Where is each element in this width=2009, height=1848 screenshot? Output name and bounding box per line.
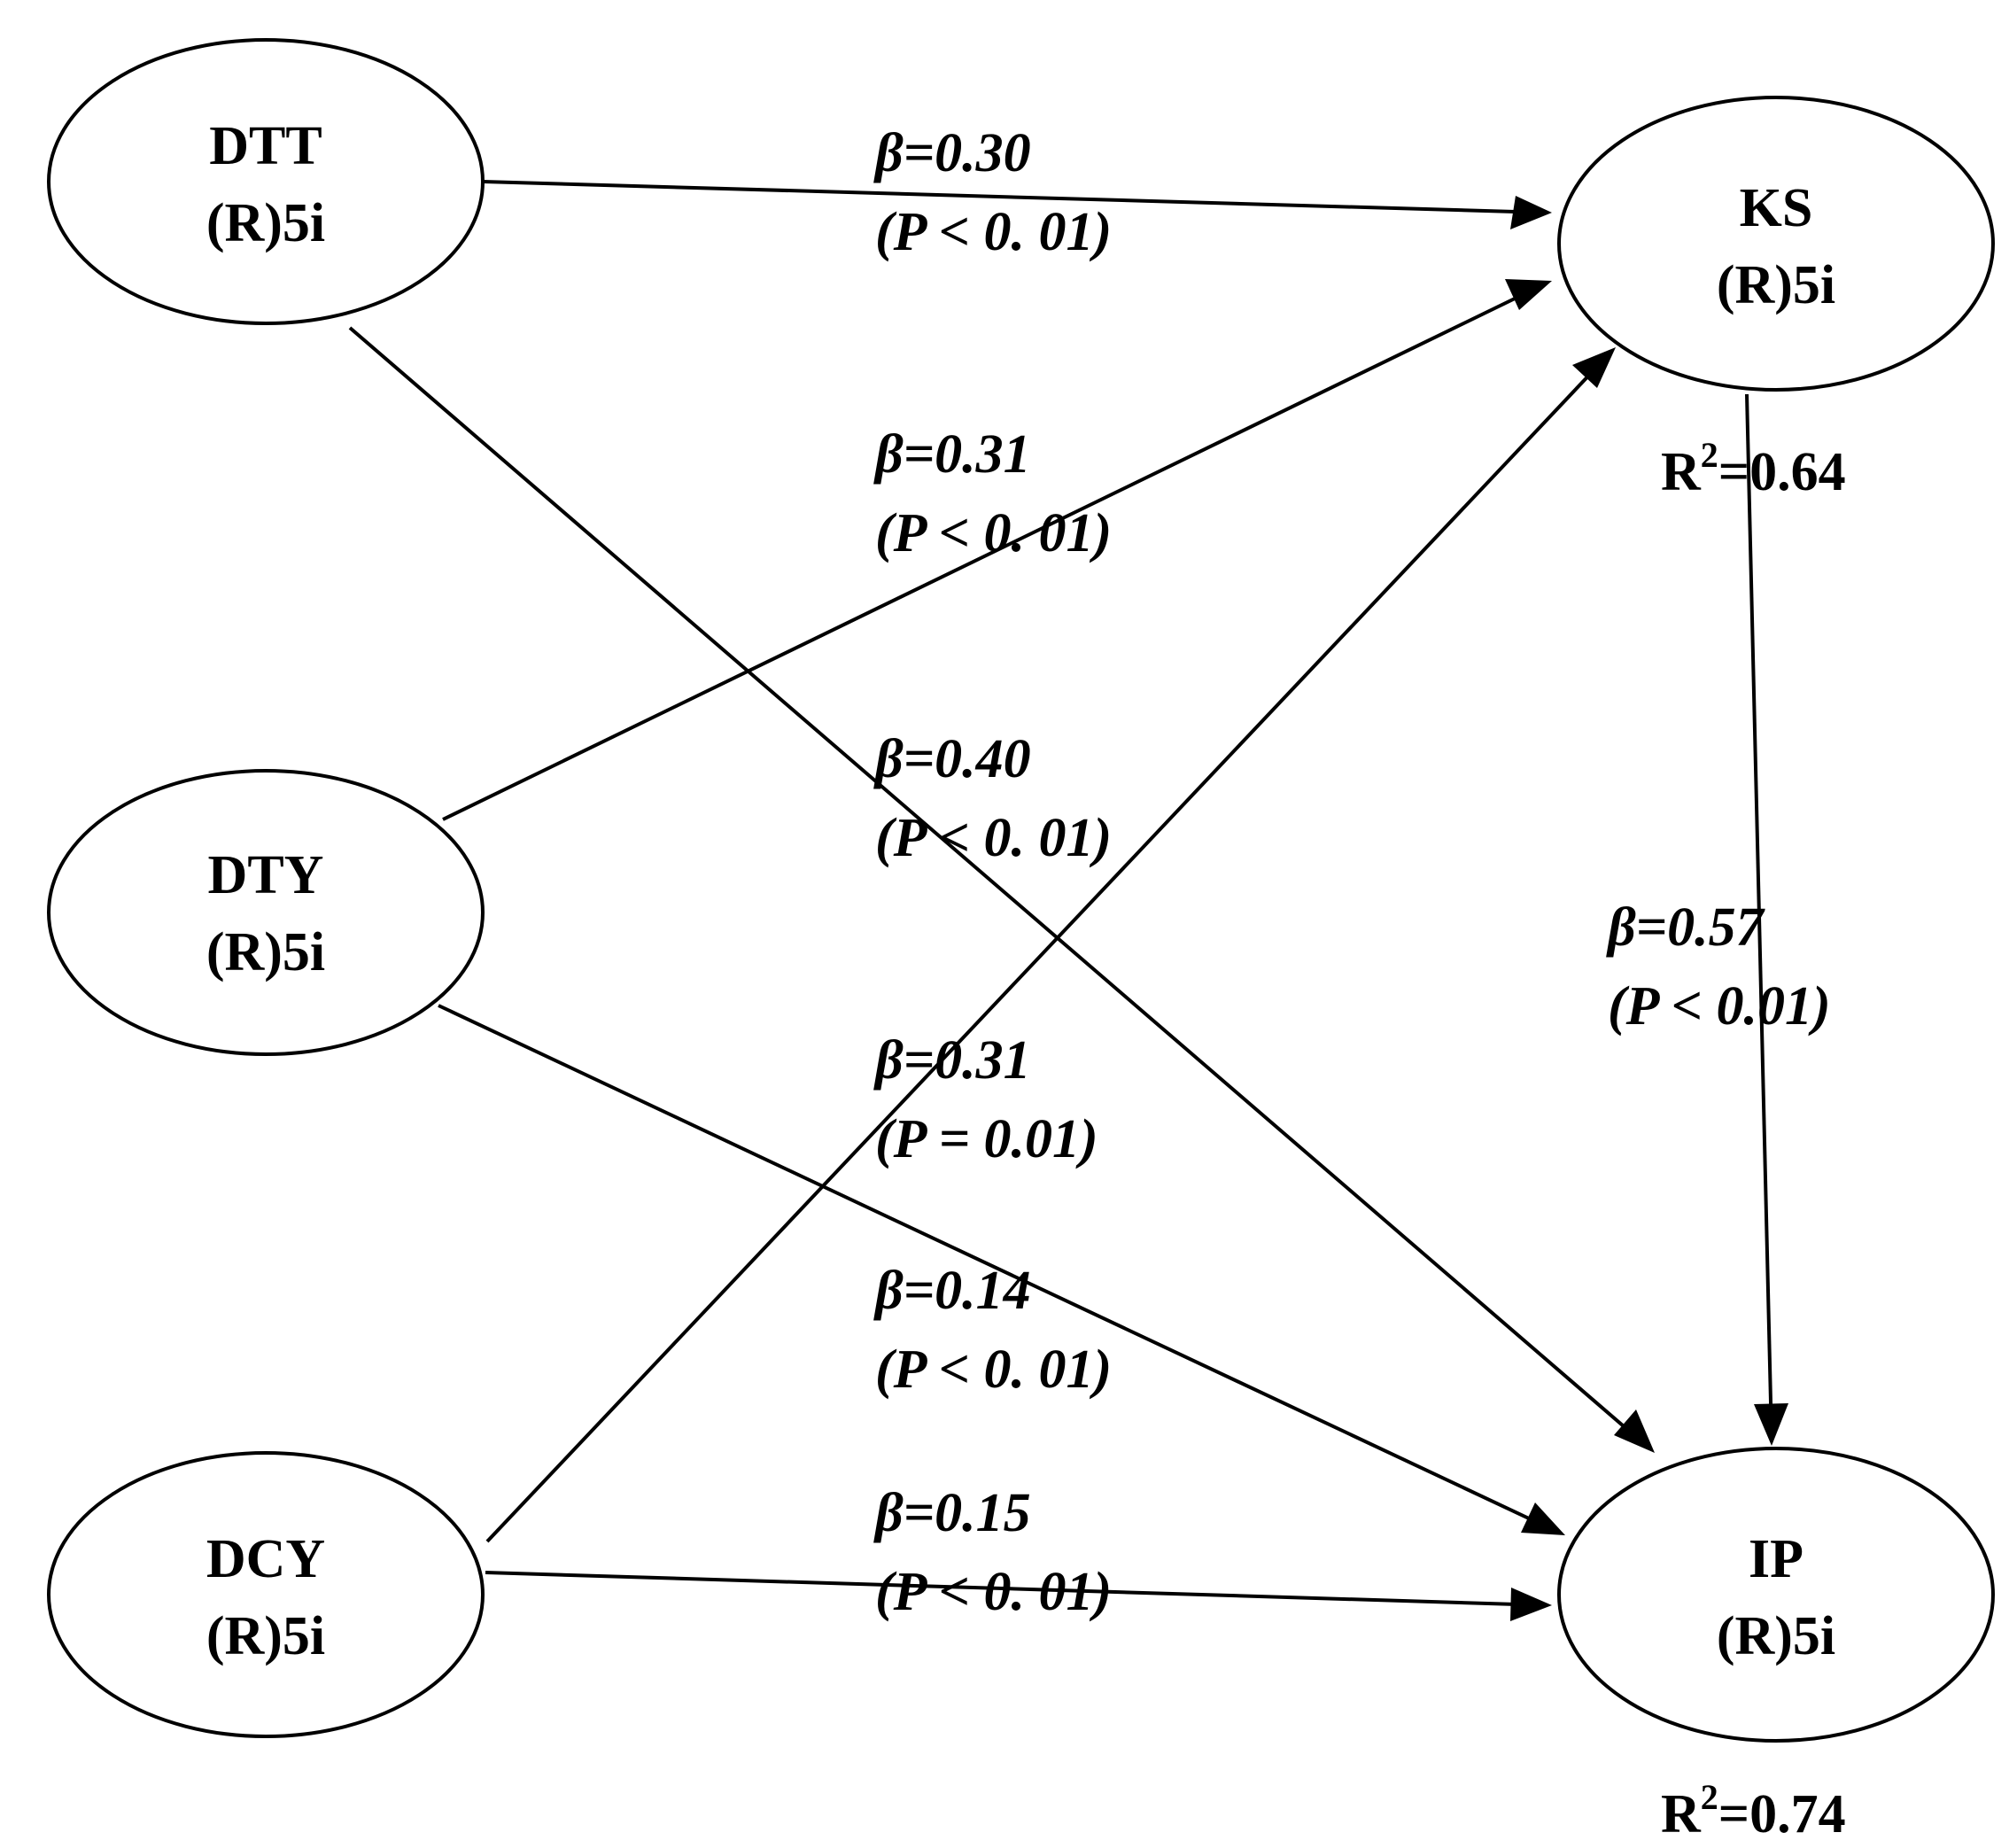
- coef-dcy-ip-beta: β=0.15: [873, 1483, 1031, 1543]
- node-dtt: DTT (R)5i: [47, 38, 485, 325]
- node-dty: DTY (R)5i: [47, 769, 485, 1056]
- coef-ks-ip-p: (P < 0.01): [1608, 976, 1831, 1037]
- coef-dtt-ks-p: (P < 0. 01): [875, 202, 1112, 262]
- r2-labels: R2=0.64 R2=0.74: [1661, 435, 1846, 1844]
- coefficient-labels: β=0.30 (P < 0. 01) β=0.31 (P < 0. 01) β=…: [873, 123, 1831, 1622]
- node-ip-name: IP: [1749, 1529, 1803, 1589]
- path-dty-ks-line: [442, 282, 1547, 821]
- node-dcy-sub: (R)5i: [206, 1606, 325, 1666]
- arrowhead-dty-ip: [1521, 1502, 1565, 1535]
- node-ks: KS (R)5i: [1557, 96, 1995, 392]
- path-dcy-ks-line: [485, 351, 1612, 1543]
- node-ip: IP (R)5i: [1557, 1447, 1995, 1743]
- r2-ks-value: =0.64: [1718, 442, 1846, 502]
- node-ks-name: KS: [1740, 178, 1813, 238]
- coef-dtt-ks: β=0.30 (P < 0. 01): [873, 123, 1112, 262]
- r2-ip-label: R: [1661, 1784, 1702, 1844]
- node-ip-ellipse: [1557, 1447, 1995, 1743]
- r2-ks-sup: 2: [1701, 435, 1718, 475]
- node-dty-ellipse: [47, 769, 485, 1056]
- coef-ks-ip-beta: β=0.57: [1606, 897, 1766, 958]
- node-dcy: DCY (R)5i: [47, 1451, 485, 1738]
- coef-dty-ks-beta: β=0.31: [873, 424, 1031, 485]
- coef-dcy-ip-p: (P < 0. 01): [875, 1562, 1112, 1622]
- r2-ip: R2=0.74: [1661, 1777, 1846, 1844]
- coef-dty-ks-p: (P < 0. 01): [875, 503, 1112, 563]
- path-dty-ip-line: [438, 1004, 1560, 1534]
- node-dcy-name: DCY: [206, 1529, 325, 1589]
- r2-ks: R2=0.64: [1661, 435, 1846, 502]
- arrowhead-ks-ip: [1754, 1403, 1788, 1446]
- coef-dty-ip: β=0.14 (P < 0. 01): [873, 1261, 1112, 1400]
- node-dtt-name: DTT: [209, 116, 322, 176]
- arrowheads: [1505, 196, 1788, 1621]
- coef-dcy-ks-p: (P = 0.01): [875, 1109, 1098, 1169]
- arrowhead-dty-ks: [1505, 279, 1552, 310]
- arrowhead-dtt-ip: [1614, 1409, 1655, 1453]
- r2-ip-sup: 2: [1701, 1777, 1718, 1817]
- node-dtt-sub: (R)5i: [206, 193, 325, 253]
- coef-dtt-ip: β=0.40 (P < 0. 01): [873, 729, 1112, 868]
- coef-dcy-ks: β=0.31 (P = 0.01): [873, 1030, 1098, 1169]
- coef-dty-ip-p: (P < 0. 01): [875, 1339, 1112, 1400]
- path-dtt-ip-line: [348, 326, 1651, 1450]
- coef-ks-ip: β=0.57 (P < 0.01): [1606, 897, 1831, 1037]
- path-dtt-ks-line: [482, 180, 1547, 214]
- arrowhead-dcy-ks: [1572, 347, 1616, 388]
- node-dty-sub: (R)5i: [206, 922, 325, 982]
- node-ks-ellipse: [1557, 96, 1995, 392]
- path-dcy-ip-line: [485, 1571, 1547, 1607]
- path-lines: [348, 180, 1773, 1607]
- coef-dtt-ip-p: (P < 0. 01): [875, 808, 1112, 868]
- node-ip-sub: (R)5i: [1717, 1606, 1835, 1666]
- coef-dtt-ip-beta: β=0.40: [873, 729, 1031, 789]
- path-ks-ip-line: [1745, 393, 1773, 1440]
- node-dtt-ellipse: [47, 38, 485, 325]
- node-ks-sub: (R)5i: [1717, 255, 1835, 315]
- coef-dty-ip-beta: β=0.14: [873, 1261, 1031, 1321]
- coef-dty-ks: β=0.31 (P < 0. 01): [873, 424, 1112, 563]
- r2-ip-value: =0.74: [1718, 1784, 1846, 1844]
- coef-dtt-ks-beta: β=0.30: [873, 123, 1031, 183]
- coef-dcy-ip: β=0.15 (P < 0. 01): [873, 1483, 1112, 1622]
- node-dty-name: DTY: [208, 845, 324, 905]
- node-dcy-ellipse: [47, 1451, 485, 1738]
- r2-ks-label: R: [1661, 442, 1702, 502]
- arrowhead-dtt-ks: [1510, 196, 1552, 229]
- coef-dcy-ks-beta: β=0.31: [873, 1030, 1031, 1091]
- arrowhead-dcy-ip: [1510, 1588, 1552, 1621]
